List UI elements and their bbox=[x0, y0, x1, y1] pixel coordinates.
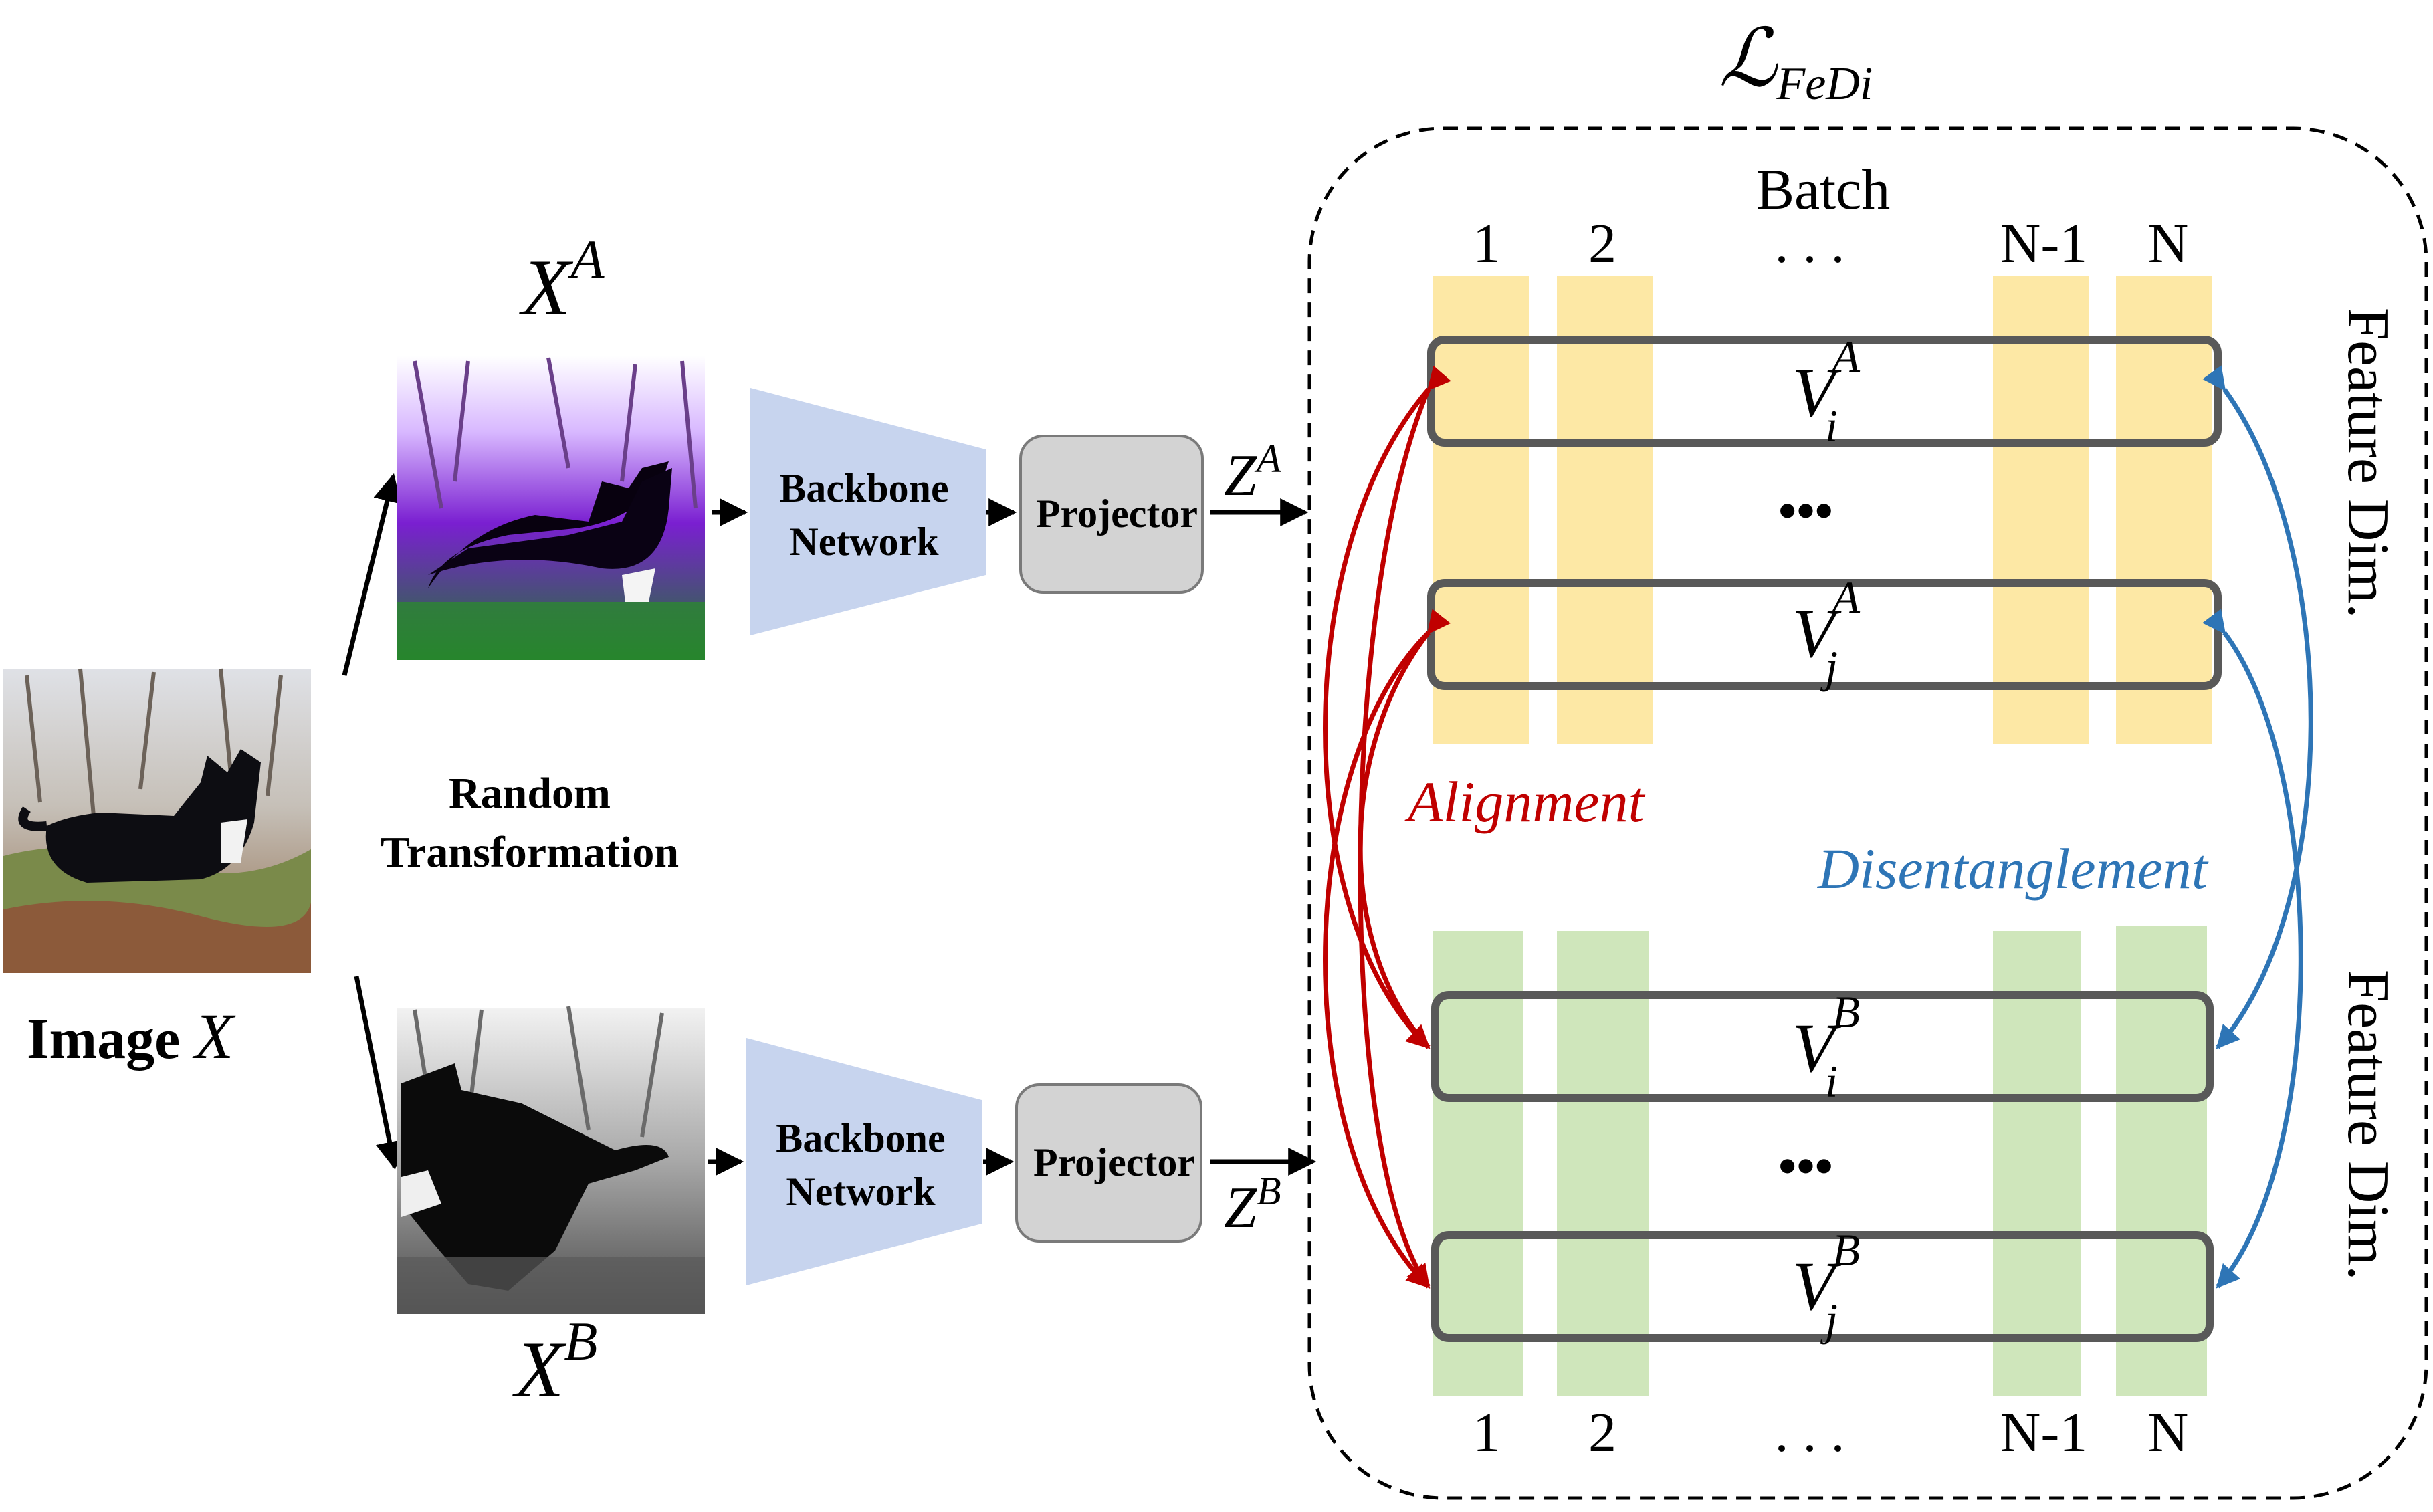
projector-a-label: Projector bbox=[1036, 492, 1198, 536]
arrow-to-view-a bbox=[342, 473, 401, 676]
vector-ellipsis-bottom: ••• bbox=[1778, 1137, 1833, 1195]
batch-column-n-1-bottom bbox=[1993, 931, 2081, 1396]
col-label-2-bottom: 2 bbox=[1588, 1402, 1616, 1464]
col-label-n-bottom: N bbox=[2148, 1402, 2189, 1464]
batch-title: Batch bbox=[1756, 157, 1891, 221]
batch-column-n-bottom bbox=[2116, 926, 2207, 1396]
col-label-2-top: 2 bbox=[1588, 213, 1616, 275]
batch-column-n-1-top bbox=[1993, 276, 2089, 744]
backbone-a-line2: Network bbox=[789, 520, 939, 564]
view-a-photo bbox=[397, 356, 705, 660]
za-label: ZA bbox=[1224, 437, 1281, 508]
col-label-n-top: N bbox=[2148, 213, 2189, 275]
batch-column-1-bottom bbox=[1433, 931, 1523, 1396]
input-photo bbox=[3, 668, 311, 973]
col-label-ellipsis-top: . . . bbox=[1775, 213, 1845, 275]
image-label: Image X bbox=[27, 1000, 236, 1072]
projector-b bbox=[1015, 1083, 1202, 1243]
batch-column-n-top bbox=[2116, 276, 2212, 744]
batch-column-2-top bbox=[1557, 276, 1653, 744]
col-label-1-top: 1 bbox=[1473, 213, 1501, 275]
view-b-photo bbox=[397, 1006, 705, 1314]
backbone-b-line2: Network bbox=[786, 1170, 936, 1214]
arrow-to-view-b bbox=[354, 976, 404, 1170]
transform-label-line1: Random bbox=[449, 769, 611, 818]
feature-dim-top: Feature Dim. bbox=[2335, 308, 2400, 618]
batch-column-1-top bbox=[1433, 276, 1529, 744]
batch-column-2-bottom bbox=[1557, 931, 1649, 1396]
backbone-b bbox=[746, 1038, 982, 1285]
backbone-a-line1: Backbone bbox=[779, 466, 948, 510]
disentanglement-label: Disentanglement bbox=[1817, 837, 2209, 901]
alignment-label: Alignment bbox=[1404, 770, 1646, 834]
col-label-1-bottom: 1 bbox=[1473, 1402, 1501, 1464]
backbone-a bbox=[750, 388, 986, 635]
backbone-b-line1: Backbone bbox=[776, 1116, 945, 1160]
view-b-label: XB bbox=[512, 1311, 597, 1414]
loss-title: ℒFeDi bbox=[1719, 14, 1873, 110]
zb-label: ZB bbox=[1224, 1169, 1281, 1240]
feature-dim-bottom: Feature Dim. bbox=[2335, 970, 2400, 1280]
col-label-ellipsis-bottom: . . . bbox=[1775, 1402, 1845, 1464]
projector-b-label: Projector bbox=[1033, 1140, 1195, 1184]
col-label-n-1-bottom: N-1 bbox=[2000, 1402, 2088, 1464]
vector-ellipsis-top: ••• bbox=[1778, 481, 1833, 540]
alignment-arrows bbox=[1323, 365, 1451, 1289]
view-a-label: XA bbox=[519, 229, 605, 332]
projector-a bbox=[1019, 435, 1204, 594]
transform-label-line2: Transformation bbox=[381, 828, 679, 877]
disentanglement-arrows bbox=[2202, 365, 2313, 1289]
loss-boundary bbox=[1307, 126, 2428, 1500]
col-label-n-1-top: N-1 bbox=[2000, 213, 2088, 275]
